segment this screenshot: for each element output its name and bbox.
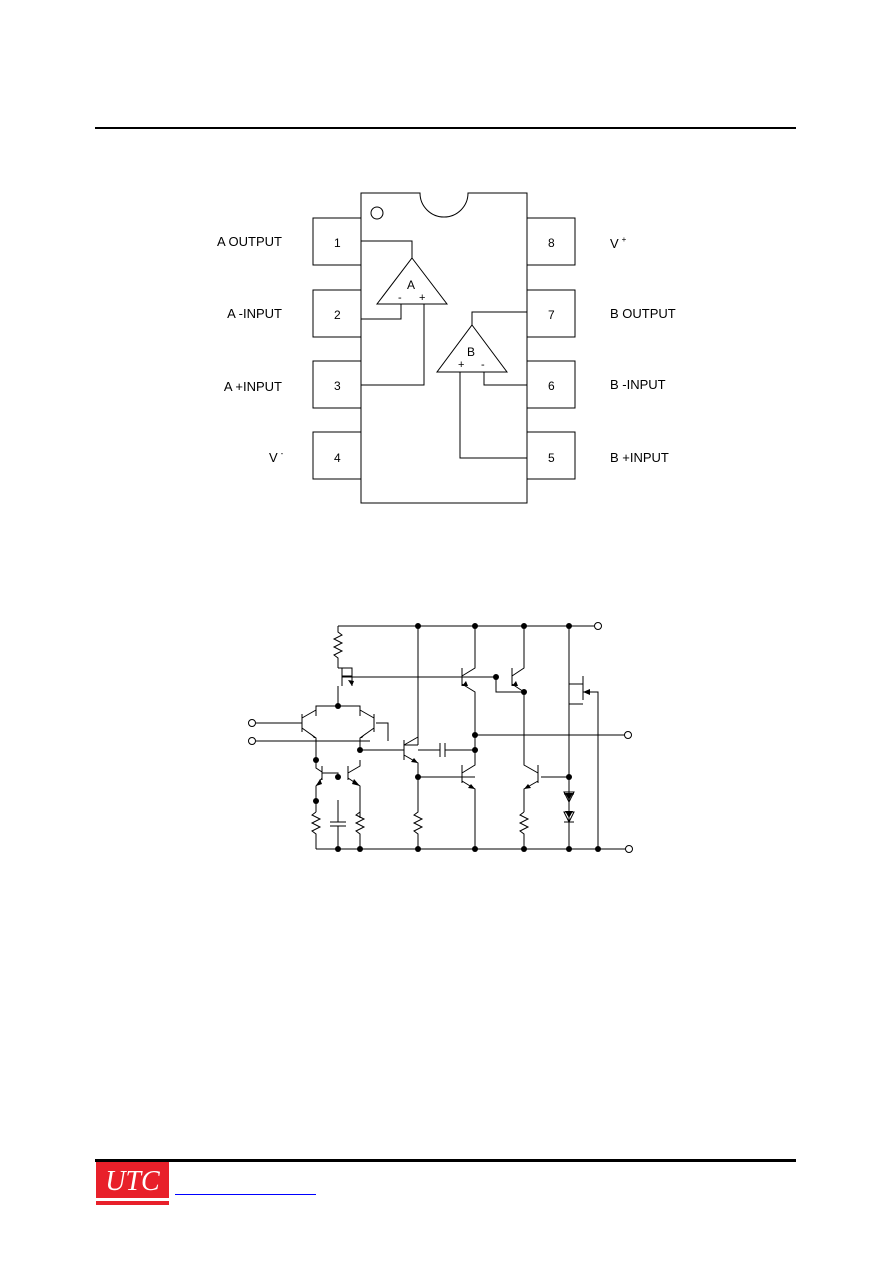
resistor-mid: [412, 777, 424, 849]
resistor-left-a: [310, 811, 322, 849]
terminal-input-1: [248, 719, 256, 727]
opamp-a-minus-sign: -: [398, 292, 402, 304]
opamp-b-plus-sign: +: [458, 359, 464, 371]
pin-label-v-minus: V-: [269, 449, 284, 465]
opamp-a-letter: A: [407, 278, 415, 292]
pin-label-b-plus-input: B +INPUT: [610, 450, 669, 465]
pin-box-5: [526, 431, 576, 480]
utc-logo-stripe: [96, 1198, 169, 1201]
terminal-input-2: [248, 737, 256, 745]
opamp-a-plus-sign: +: [419, 292, 425, 304]
pin-box-8: [526, 217, 576, 266]
pin-label-b-output: B OUTPUT: [610, 306, 676, 321]
pin-label-a-plus-input: A +INPUT: [224, 379, 282, 394]
terminal-vplus: [594, 622, 602, 630]
footer-link-underline[interactable]: [175, 1194, 316, 1195]
pin-number-4: 4: [334, 451, 341, 465]
pin-number-1: 1: [334, 236, 341, 250]
pin-label-v-plus: V+: [610, 235, 627, 251]
opamp-b-letter: B: [467, 345, 475, 359]
pin-box-7: [526, 289, 576, 338]
pin-number-8: 8: [548, 236, 555, 250]
pin-number-6: 6: [548, 379, 555, 393]
opamp-a-triangle: [375, 257, 449, 305]
terminal-output: [624, 731, 632, 739]
pin-configuration-diagram: 1 2 3 4 8 7 6 5 A OUTPUT A -INPUT A +INP…: [217, 192, 676, 504]
utc-logo-text: UTC: [105, 1166, 160, 1197]
ic-package-body: [360, 192, 528, 504]
pin-number-7: 7: [548, 308, 555, 322]
pin-number-2: 2: [334, 308, 341, 322]
capacitor-comp: [418, 743, 475, 757]
footer-rule: [95, 1159, 796, 1162]
equivalent-circuit-schematic: [248, 622, 633, 853]
pin-box-2: [312, 289, 362, 338]
utc-logo: UTC: [96, 1162, 169, 1205]
pin-label-b-minus-input: B -INPUT: [610, 377, 666, 392]
pin-label-a-output: A OUTPUT: [217, 234, 282, 249]
resistor-top: [332, 626, 344, 668]
pin-number-5: 5: [548, 451, 555, 465]
pin-number-3: 3: [334, 379, 341, 393]
terminal-ground: [625, 845, 633, 853]
resistor-left-b: [354, 811, 366, 849]
capacitor-left: [330, 818, 346, 849]
pin-box-4: [312, 431, 362, 480]
pin1-indicator: [370, 206, 384, 220]
pin-label-a-minus-input: A -INPUT: [227, 306, 282, 321]
header-rule: [95, 127, 796, 129]
resistor-right: [518, 811, 530, 849]
opamp-b-minus-sign: -: [481, 359, 485, 371]
opamp-b-triangle: [436, 324, 508, 373]
